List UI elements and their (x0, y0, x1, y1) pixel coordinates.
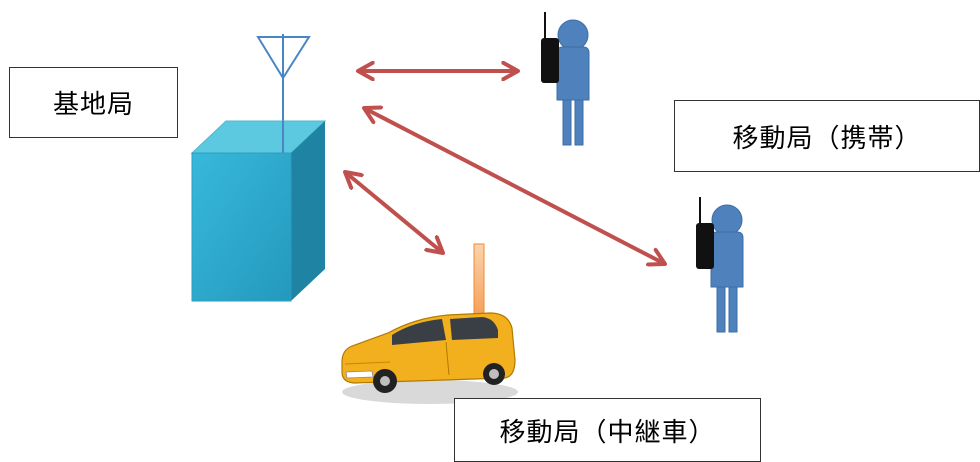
arrow-base-to-handheld-2 (364, 108, 665, 264)
radio-icon (696, 197, 714, 269)
arrow-base-to-relay-vehicle (345, 172, 443, 253)
label-mobile-relay-vehicle: 移動局（中継車） (454, 398, 761, 462)
building-icon (190, 120, 327, 302)
label-mobile-handheld: 移動局（携帯） (674, 100, 980, 172)
car-icon (341, 312, 518, 404)
radio-icon (541, 12, 559, 83)
label-base-station: 基地局 (9, 67, 178, 138)
person-icon (556, 19, 590, 146)
mast-icon (473, 243, 485, 325)
person-icon (710, 204, 744, 333)
